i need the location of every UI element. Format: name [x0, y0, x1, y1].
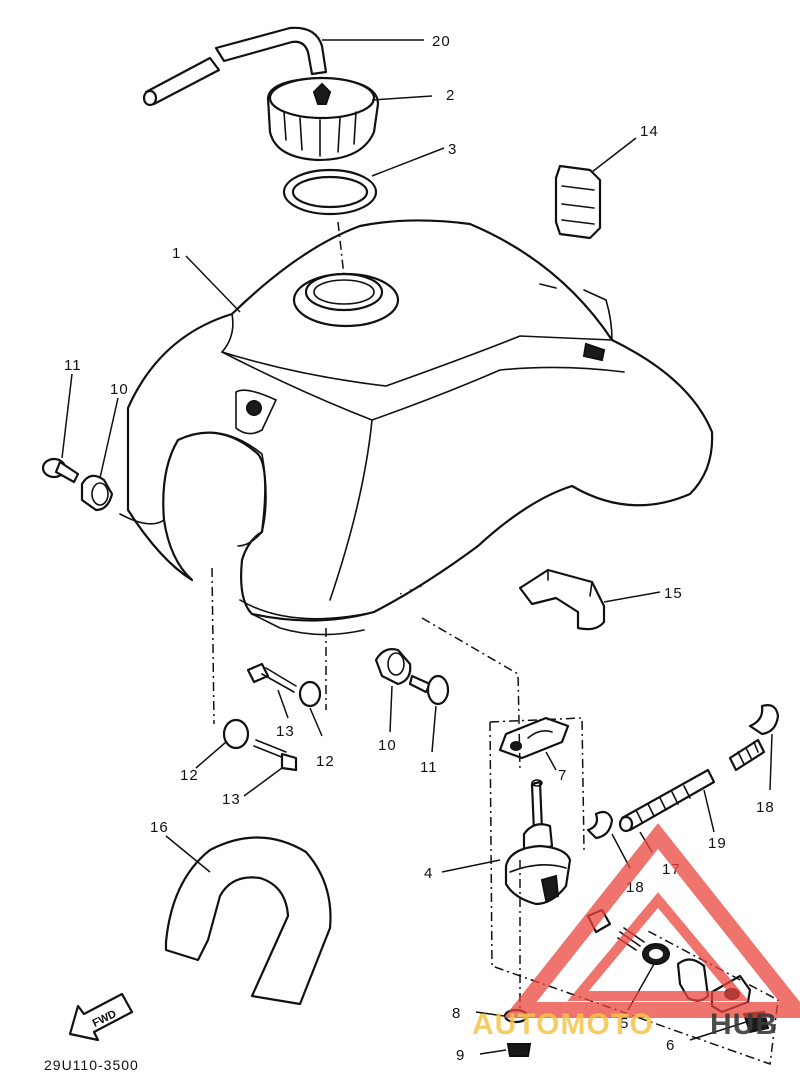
- callout-13-upper: 13: [276, 723, 295, 740]
- callout-2: 2: [446, 87, 455, 104]
- centerline-left-mount: [211, 567, 215, 725]
- hose-clip-upper: [748, 704, 780, 736]
- callout-12-left: 12: [180, 767, 199, 784]
- bolt-13-lower: [253, 739, 298, 772]
- clip: [554, 164, 602, 240]
- callout-19: 19: [708, 835, 727, 852]
- centerline-tank-cap: [337, 221, 345, 277]
- bolt-left: [41, 457, 80, 484]
- callout-11-right: 11: [420, 759, 438, 776]
- callout-13-lower: 13: [222, 791, 241, 808]
- centerline-fuel-cock: [421, 617, 521, 1010]
- damper-strip: [164, 836, 332, 1006]
- bracket: [518, 568, 606, 631]
- fuel-tank: · · ·: [119, 219, 714, 636]
- damper-left: [80, 474, 114, 512]
- fuel-hose: [618, 768, 716, 833]
- damper-right: [374, 648, 412, 686]
- watermark-text-auto: AUTOMOTO: [472, 1008, 654, 1041]
- callout-5: 5: [620, 1015, 629, 1032]
- callout-16: 16: [150, 819, 169, 836]
- callout-1: 1: [172, 245, 181, 262]
- callout-numbers: 20 2 3 14 1 11 10 15 13 12 12 13 10 11 7…: [64, 33, 775, 1064]
- o-ring: [642, 943, 670, 965]
- screw-9: [506, 1043, 532, 1057]
- fuel-cock-plate: [498, 716, 570, 760]
- callout-10-right: 10: [378, 737, 397, 754]
- callout-3: 3: [448, 141, 457, 158]
- breather-hose: [142, 26, 328, 107]
- spring-hose: [728, 738, 766, 772]
- bolt-13-upper: [246, 662, 297, 693]
- callout-6: 6: [666, 1037, 675, 1054]
- assembly-boundary: [489, 717, 779, 1066]
- hose-clip-lower: [586, 810, 614, 840]
- watermark-logo: AUTOMOTO HUB: [472, 823, 800, 1041]
- washer-12-upper: [298, 680, 322, 708]
- callout-12-right: 12: [316, 753, 335, 770]
- bolt-right: [408, 674, 450, 706]
- callout-20: 20: [432, 33, 451, 50]
- callout-4: 4: [424, 865, 433, 882]
- callout-8: 8: [452, 1005, 461, 1022]
- callout-15: 15: [664, 585, 683, 602]
- cap-gasket: [282, 168, 378, 216]
- callout-14: 14: [640, 123, 659, 140]
- leader-lines: [61, 39, 773, 1055]
- callout-9: 9: [456, 1047, 465, 1064]
- fuel-cap: [266, 76, 380, 162]
- watermark-text-hub: HUB: [710, 1008, 778, 1041]
- diagram-code: 29U110-3500: [44, 1057, 139, 1073]
- callout-7: 7: [558, 767, 567, 784]
- washer-12-lower: [222, 718, 250, 750]
- callout-11-left: 11: [64, 357, 82, 374]
- callout-18-upper: 18: [756, 799, 775, 816]
- forward-direction-arrow: FWD: [68, 992, 134, 1042]
- fuel-cock: [504, 779, 572, 906]
- callout-10-left: 10: [110, 381, 129, 398]
